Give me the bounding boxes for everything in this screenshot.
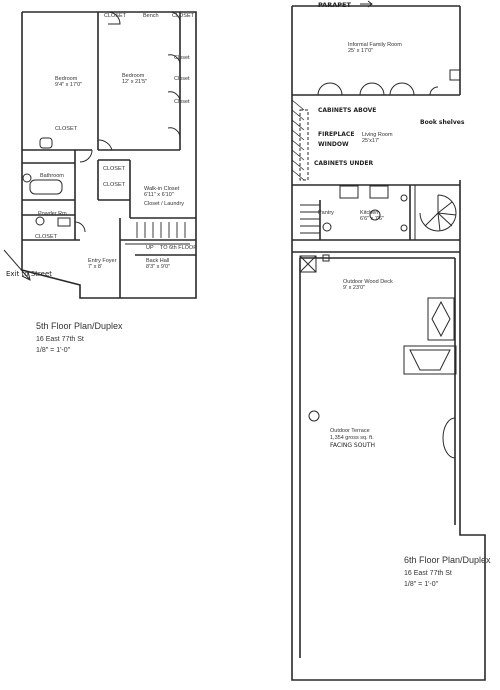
exit-label: Exit to Street	[6, 270, 52, 278]
closet-left-label: CLOSET	[55, 126, 78, 132]
closet-top-right-label: CLOSET	[172, 13, 195, 19]
bench-label: Bench	[143, 13, 159, 19]
powder-label: Powder Rm.	[38, 211, 69, 217]
walkin-size: 6'11" x 6'10"	[144, 192, 174, 198]
entry-name: Entry Foyer	[88, 258, 117, 264]
closet-right-1-label: Closet	[174, 55, 190, 61]
plan5-address: 16 East 77th St	[36, 336, 84, 343]
pantry-label: Pantry	[318, 210, 334, 216]
closet-right-2-label: Closet	[174, 76, 190, 82]
plan5-title: 5th Floor Plan/Duplex	[36, 321, 123, 331]
bathroom-label: Bathroom	[40, 173, 64, 179]
plan5-doors	[22, 11, 181, 233]
terrace-size: 1,354 gross sq. ft.	[330, 435, 374, 441]
closet-mid-1-label: CLOSET	[103, 166, 126, 172]
family-name: Informal Family Room	[348, 42, 402, 48]
closet-right-3-label: Closet	[174, 99, 190, 105]
plan6-stairs	[300, 204, 320, 234]
plan6-address: 16 East 77th St	[404, 570, 452, 577]
to-6th-label: TO 6th FLOOR	[160, 245, 197, 251]
plan5-stairs	[125, 222, 190, 245]
living-size: 25'x17'	[362, 138, 379, 144]
plan5-walls	[21, 11, 197, 299]
window-label: WINDOW	[318, 141, 349, 148]
parapet-label: PARAPET	[318, 1, 351, 9]
closet-top-left-label: CLOSET	[104, 13, 127, 19]
bedroom1-name: Bedroom	[55, 76, 78, 82]
exit-arrow	[3, 249, 31, 281]
closet-powder-label: CLOSET	[35, 234, 58, 240]
parapet-arrow	[360, 0, 373, 8]
cabinets-above-label: CABINETS ABOVE	[318, 107, 376, 114]
books-label: Book shelves	[420, 119, 465, 126]
fireplace-hatch	[291, 99, 305, 181]
kitchen-name: Kitchen	[360, 210, 378, 216]
living-name: Living Room	[362, 132, 393, 138]
deck-size: 9' x 23'0"	[343, 285, 365, 291]
spiral-stair	[414, 184, 461, 241]
terrace-name: Outdoor Terrace	[330, 428, 370, 434]
back-hall-name: Back Hall	[146, 258, 169, 264]
bedroom2-size: 12' x 21'5"	[122, 79, 147, 85]
plan6-title: 6th Floor Plan/Duplex	[404, 555, 491, 565]
kitchen-size: 6'6" x 7'6"	[360, 216, 384, 222]
plan6-scale: 1/8" = 1'-0"	[404, 581, 439, 588]
plan5-scale: 1/8" = 1'-0"	[36, 347, 71, 354]
facing-label: FACING SOUTH	[330, 442, 375, 449]
closet-laundry-label: Closet / Laundry	[144, 201, 184, 207]
closet-mid-2-label: CLOSET	[103, 182, 126, 188]
fireplace-label: FIREPLACE	[318, 131, 354, 138]
cabinets-under-label: CABINETS UNDER	[314, 160, 373, 167]
bedroom2-name: Bedroom	[122, 73, 145, 79]
back-hall-size: 8'3" x 9'0"	[146, 264, 170, 270]
family-size: 25' x 17'0"	[348, 48, 373, 54]
plan6-walls	[291, 5, 486, 681]
bedroom1-size: 9'4" x 17'0"	[55, 82, 82, 88]
up-label: UP	[146, 245, 154, 251]
plan6-details	[299, 69, 461, 459]
deck-name: Outdoor Wood Deck	[343, 279, 393, 285]
walkin-name: Walk-in Closet	[144, 186, 180, 192]
entry-size: 7' x 8'	[88, 264, 102, 270]
